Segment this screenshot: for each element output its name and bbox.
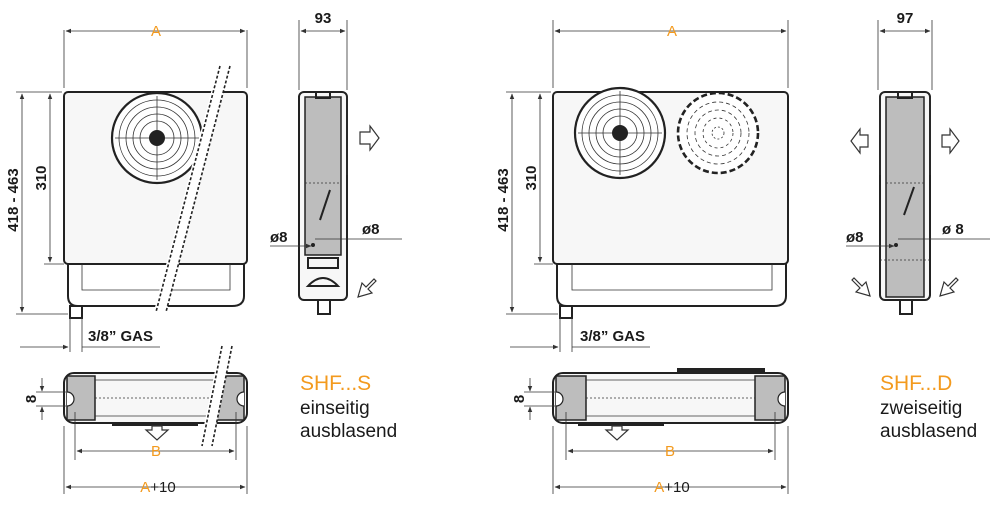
dim-height-body-label: 310 [33, 165, 50, 190]
unit-shf-d: A 418 - 463 310 3/8” GAS [495, 10, 990, 496]
dim-A10-label: A+10 [654, 479, 689, 496]
model-desc-line1: einseitig [300, 398, 370, 419]
airflow-in-right-arrow-icon [939, 277, 959, 297]
dim-height-body-label: 310 [523, 165, 540, 190]
front-view-left: A 418 - 463 310 3/8” GAS [5, 23, 248, 352]
dim-pipe-label: 3/8” GAS [88, 328, 153, 345]
unit-shf-s: A 418 - 463 310 3/8” GAS [5, 10, 402, 496]
dim-hole-left-label: ø8 [270, 229, 288, 246]
fan-icon [573, 86, 667, 180]
side-view-right: 97 ø8 ø 8 [846, 10, 990, 315]
airflow-down-arrow-icon [604, 425, 630, 441]
dim-width-label: A [151, 23, 161, 40]
airflow-in-arrow-icon [357, 278, 377, 298]
dim-pipe-label: 3/8” GAS [580, 328, 645, 345]
airflow-out-arrow-icon [359, 124, 380, 152]
dim-depth-label: 93 [315, 10, 332, 27]
dim-A10-label: A+10 [140, 479, 175, 496]
airflow-out-right-arrow-icon [941, 127, 960, 155]
airflow-in-left-arrow-icon [851, 277, 871, 297]
bottom-view-left: 8 B A+10 [23, 344, 248, 496]
bottom-view-right: 8 B A+10 [511, 368, 789, 496]
dim-height-total-label: 418 - 463 [5, 168, 22, 231]
airflow-down-arrow-icon [144, 425, 170, 441]
dim-B-label: B [151, 443, 161, 460]
dim-hole-right-label: ø 8 [942, 221, 964, 238]
model-name: SHF...S [300, 372, 371, 395]
dim-hole-right-label: ø8 [362, 221, 380, 238]
hidden-fan-icon [676, 91, 760, 175]
dim-width-label: A [667, 23, 677, 40]
model-desc-line1: zweiseitig [880, 398, 962, 419]
side-view-left: 93 ø8 ø8 [270, 10, 402, 315]
model-desc-line2: ausblasend [300, 421, 397, 442]
airflow-out-left-arrow-icon [850, 127, 869, 155]
dim-hole-left-label: ø8 [846, 229, 864, 246]
break-line [154, 64, 231, 314]
dim-height-total-label: 418 - 463 [495, 168, 512, 231]
dim-B-label: B [665, 443, 675, 460]
model-name: SHF...D [880, 372, 952, 395]
fan-icon [110, 91, 204, 185]
dim-8-label: 8 [23, 395, 40, 403]
front-view-right: A 418 - 463 310 3/8” GAS [495, 20, 789, 352]
model-desc-line2: ausblasend [880, 421, 977, 442]
dim-8-label: 8 [511, 395, 528, 403]
dim-depth-label: 97 [897, 10, 914, 27]
